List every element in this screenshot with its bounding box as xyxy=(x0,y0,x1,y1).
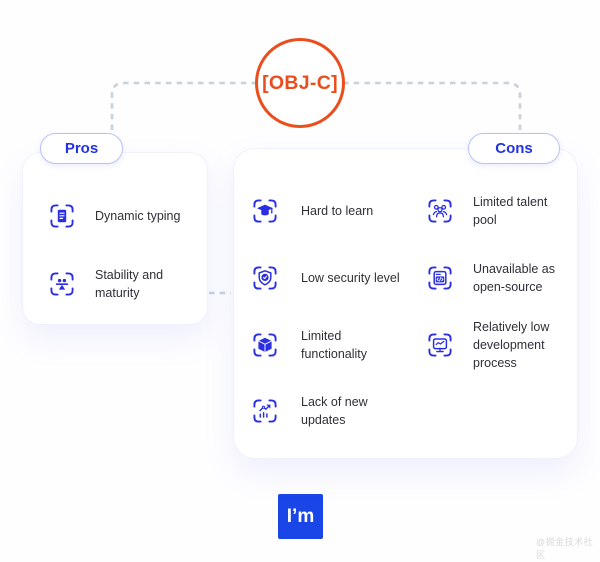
watermark: @掘金技术社区 xyxy=(536,537,594,560)
code-window-icon xyxy=(428,266,452,290)
cons-item-text: Hard to learn xyxy=(301,204,374,218)
cons-item-text: Limited talent pool xyxy=(473,195,548,227)
list-item: Low security level xyxy=(251,264,400,292)
list-item: Limited talent pool xyxy=(426,195,547,227)
list-item: Limited functionality xyxy=(251,329,367,361)
connector-left xyxy=(110,81,257,131)
im-logo-text: I’m xyxy=(286,505,315,527)
im-logo: I’m xyxy=(278,494,323,539)
cons-item-text: Limited functionality xyxy=(301,329,368,361)
cons-item-text: Relatively low development process xyxy=(473,320,550,370)
connector-right xyxy=(343,81,522,131)
cons-item-text: Unavailable as open-source xyxy=(473,262,555,294)
document-icon xyxy=(50,204,74,228)
cons-label: Cons xyxy=(495,140,533,157)
chart-up-icon xyxy=(253,399,277,423)
pros-label-pill: Pros xyxy=(40,133,123,164)
people-group-icon xyxy=(428,199,452,223)
list-item: Hard to learn xyxy=(251,197,373,225)
graduation-cap-icon xyxy=(253,199,277,223)
list-item: Dynamic typing xyxy=(48,202,180,230)
pros-card: Dynamic typing Stability and maturity xyxy=(22,152,208,325)
list-item: Unavailable as open-source xyxy=(426,262,555,294)
shield-check-icon xyxy=(253,266,277,290)
pros-item-text: Stability and maturity xyxy=(95,268,164,300)
list-item: Stability and maturity xyxy=(48,268,163,300)
balance-icon xyxy=(50,272,74,296)
cube-icon xyxy=(253,333,277,357)
pros-item-text: Dynamic typing xyxy=(95,209,181,223)
cons-label-pill: Cons xyxy=(468,133,560,164)
list-item: Lack of new updates xyxy=(251,395,368,427)
cons-item-text: Low security level xyxy=(301,271,400,285)
list-item: Relatively low development process xyxy=(426,320,549,370)
pros-label: Pros xyxy=(64,140,99,157)
center-node-circle: [OBJ-C] xyxy=(255,38,345,128)
cons-item-text: Lack of new updates xyxy=(301,395,368,427)
monitor-chart-icon xyxy=(428,333,452,357)
cons-card: Hard to learn Low security level Limited… xyxy=(233,148,578,459)
center-node-label: [OBJ-C] xyxy=(262,71,338,94)
